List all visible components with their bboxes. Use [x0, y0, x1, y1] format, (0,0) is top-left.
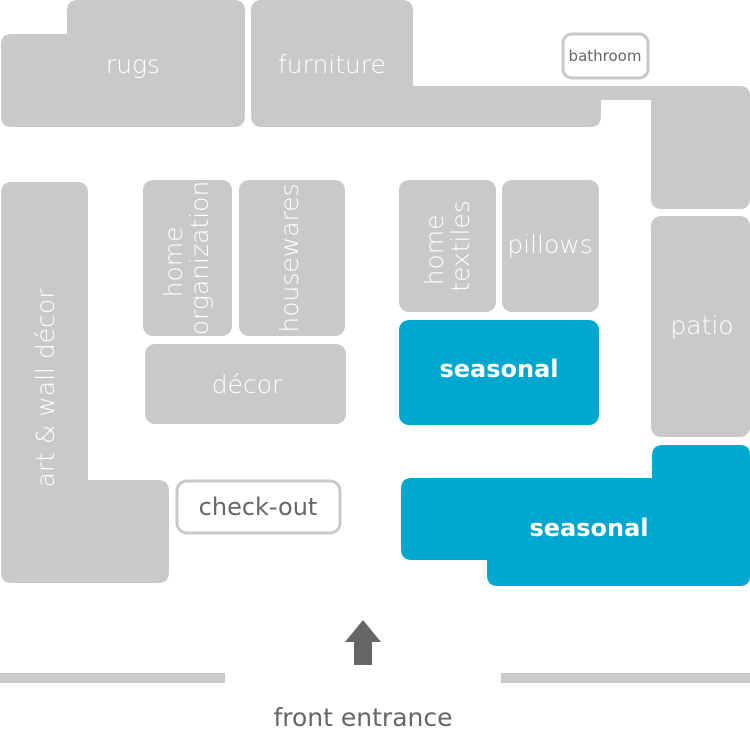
area-pillows-label: pillows — [507, 230, 592, 259]
area-bathroom[interactable] — [561, 32, 650, 80]
home-textiles-line-1: home — [420, 215, 449, 286]
area-patio[interactable] — [651, 216, 750, 437]
area-art-wall-decor[interactable] — [1, 182, 169, 583]
area-home-textiles[interactable] — [399, 180, 496, 312]
area-seasonal-upper[interactable] — [399, 320, 599, 425]
area-furniture[interactable] — [251, 0, 750, 209]
area-seasonal-lower-label: seasonal — [529, 514, 648, 542]
home-textiles-line-2: textiles — [446, 200, 475, 292]
area-art-wall-decor-label: art & wall décor — [31, 288, 60, 488]
area-patio-label: patio — [670, 311, 733, 340]
area-bathroom-label: bathroom — [569, 47, 642, 65]
area-rugs[interactable] — [1, 0, 245, 127]
area-furniture-label: furniture — [278, 50, 386, 79]
area-decor[interactable] — [145, 344, 346, 424]
area-home-organization-label: home organization — [159, 181, 214, 336]
area-checkout[interactable] — [175, 479, 342, 535]
front-wall-right — [501, 673, 750, 683]
area-home-textiles-label: home textiles — [420, 200, 475, 292]
area-seasonal-lower[interactable] — [401, 445, 750, 586]
home-organization-line-2: organization — [185, 181, 214, 336]
area-checkout-label: check-out — [199, 493, 318, 521]
area-decor-label: décor — [212, 370, 283, 399]
area-pillows[interactable] — [502, 180, 599, 312]
front-wall-left — [0, 673, 225, 683]
area-housewares-label: housewares — [275, 183, 304, 332]
area-seasonal-upper-label: seasonal — [439, 355, 558, 383]
up-arrow-icon — [345, 620, 381, 665]
area-rugs-label: rugs — [106, 50, 160, 79]
area-housewares[interactable] — [239, 180, 345, 336]
home-organization-line-1: home — [159, 227, 188, 298]
front-entrance-label: front entrance — [273, 703, 452, 732]
area-home-organization[interactable] — [143, 180, 232, 336]
